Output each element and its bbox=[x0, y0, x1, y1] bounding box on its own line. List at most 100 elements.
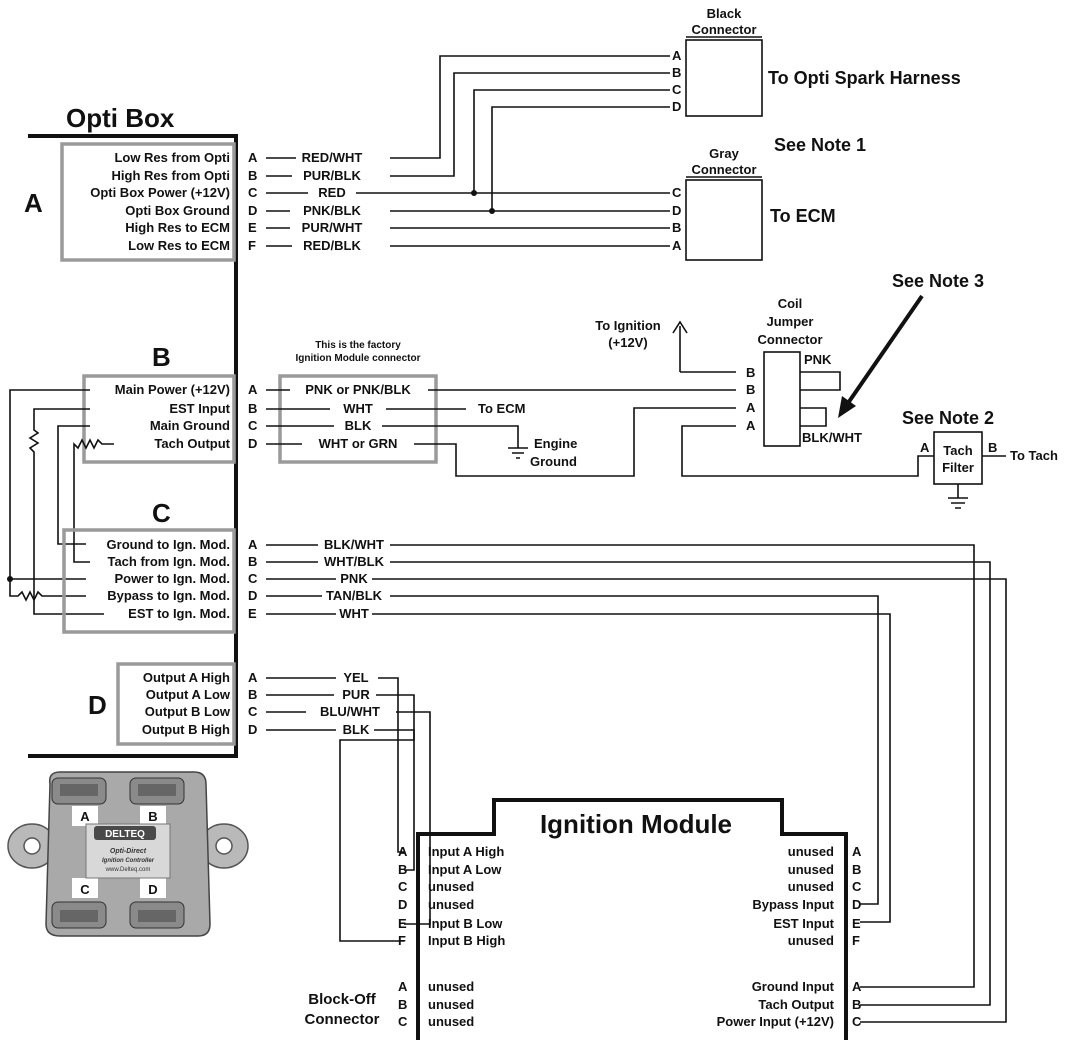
wire-color: PNK bbox=[340, 571, 368, 586]
module-input-label: unused bbox=[788, 933, 834, 948]
wire-color: WHT bbox=[343, 401, 373, 416]
wire-color: PNK or PNK/BLK bbox=[305, 382, 411, 397]
wire-color: BLK/WHT bbox=[324, 537, 384, 552]
wire-color: RED bbox=[318, 185, 345, 200]
coil-jumper-connector bbox=[763, 351, 801, 447]
product-port-a: A bbox=[80, 809, 90, 824]
internal-wires bbox=[7, 389, 114, 615]
module-input-label: unused bbox=[428, 997, 474, 1012]
pin-letter: C bbox=[852, 879, 862, 894]
pin-letter: D bbox=[672, 203, 681, 218]
product-brand: DELTEQ bbox=[105, 829, 145, 840]
section-a-wires bbox=[266, 55, 670, 247]
module-input-label: Input B High bbox=[428, 933, 505, 948]
gray-connector-title: Connector bbox=[692, 162, 757, 177]
section-c-letter: C bbox=[152, 498, 171, 528]
pin-letter: D bbox=[248, 203, 257, 218]
pin-letter: C bbox=[672, 185, 682, 200]
section-c-wires bbox=[266, 544, 1007, 1023]
jumper-wire-pnk: PNK bbox=[804, 352, 832, 367]
module-input-label: Input B Low bbox=[428, 916, 503, 931]
note-3-arrowhead bbox=[838, 396, 856, 418]
to-opti-spark-label: To Opti Spark Harness bbox=[768, 68, 961, 88]
section-b-pins: Main Power (+12V) EST Input Main Ground … bbox=[115, 382, 412, 451]
tach-filter bbox=[933, 431, 983, 485]
pin-label: High Res from Opti bbox=[112, 168, 230, 183]
jumper-wire-blk-wht: BLK/WHT bbox=[802, 430, 862, 445]
pin-label: Output A High bbox=[143, 670, 230, 685]
factory-connector-caption: This is the factory bbox=[315, 340, 401, 351]
section-b-wires bbox=[266, 389, 736, 477]
pin-letter: B bbox=[248, 554, 257, 569]
tach-filter-title: Filter bbox=[942, 460, 974, 475]
wire-color: PUR bbox=[342, 687, 370, 702]
module-input-label: unused bbox=[788, 862, 834, 877]
black-connector-title: Black bbox=[707, 6, 742, 21]
wire-color: BLK bbox=[345, 418, 372, 433]
pin-letter: E bbox=[398, 916, 407, 931]
pin-letter: A bbox=[746, 400, 756, 415]
pin-letter: E bbox=[248, 220, 257, 235]
product-port-b: B bbox=[148, 809, 157, 824]
tach-filter-pin-b: B bbox=[988, 440, 997, 455]
engine-ground-label: Ground bbox=[530, 454, 577, 469]
pin-letter: C bbox=[248, 704, 258, 719]
ignition-module-outline bbox=[416, 798, 848, 1040]
pin-letter: D bbox=[852, 897, 861, 912]
note-1-label: See Note 1 bbox=[774, 135, 866, 155]
pin-letter: A bbox=[248, 670, 258, 685]
coil-jumper-title: Connector bbox=[758, 332, 823, 347]
block-off-label: Connector bbox=[305, 1011, 380, 1028]
ignition-module-left-pins: A B C D E F Input A High Input A Low unu… bbox=[398, 844, 505, 948]
pin-label: Output A Low bbox=[146, 687, 231, 702]
product-name: Opti-Direct bbox=[110, 848, 147, 855]
wire-color: BLU/WHT bbox=[320, 704, 380, 719]
wire-color: RED/BLK bbox=[303, 238, 361, 253]
section-d-pins: Output A High Output A Low Output B Low … bbox=[142, 670, 380, 737]
pin-label: Opti Box Ground bbox=[125, 203, 230, 218]
section-a-letter: A bbox=[24, 188, 43, 218]
factory-connector-box bbox=[278, 374, 438, 464]
pin-letter: A bbox=[248, 150, 258, 165]
ignition-module-right-pins: unused unused unused Bypass Input EST In… bbox=[752, 844, 862, 948]
black-connector-title: Connector bbox=[692, 22, 757, 37]
pin-label: Ground to Ign. Mod. bbox=[107, 537, 230, 552]
wire-color: WHT or GRN bbox=[319, 436, 398, 451]
section-b-letter: B bbox=[152, 342, 171, 372]
tach-filter-title: Tach bbox=[943, 443, 972, 458]
pin-letter: B bbox=[852, 997, 861, 1012]
wire-color: PUR/WHT bbox=[302, 220, 363, 235]
pin-letter: D bbox=[248, 588, 257, 603]
block-off-label: Block-Off bbox=[308, 991, 377, 1008]
pin-label: Tach from Ign. Mod. bbox=[107, 554, 230, 569]
coil-jumper-wires bbox=[672, 320, 934, 477]
pin-letter: B bbox=[672, 220, 681, 235]
pin-letter: A bbox=[852, 844, 862, 859]
wire-color: WHT bbox=[339, 606, 369, 621]
module-input-label: Bypass Input bbox=[752, 897, 834, 912]
pin-letter: A bbox=[398, 979, 408, 994]
wire-color: RED/WHT bbox=[302, 150, 363, 165]
module-input-label: Input A High bbox=[428, 844, 504, 859]
opti-box-title: Opti Box bbox=[66, 103, 175, 133]
pin-letter: A bbox=[672, 48, 682, 63]
module-input-label: EST Input bbox=[773, 916, 834, 931]
section-c-box bbox=[62, 528, 236, 634]
product-illustration bbox=[7, 771, 249, 937]
module-input-label: Ground Input bbox=[752, 979, 835, 994]
gray-connector bbox=[685, 179, 763, 261]
pin-letter: C bbox=[398, 879, 408, 894]
pin-letter: A bbox=[746, 418, 756, 433]
section-d-box bbox=[116, 662, 236, 746]
pin-label: EST Input bbox=[169, 401, 230, 416]
pin-letter: D bbox=[672, 99, 681, 114]
module-input-label: Power Input (+12V) bbox=[717, 1014, 834, 1029]
pin-letter: F bbox=[398, 933, 406, 948]
pin-letter: C bbox=[852, 1014, 862, 1029]
pin-letter: B bbox=[248, 401, 257, 416]
pin-letter: C bbox=[248, 571, 258, 586]
pin-letter: B bbox=[746, 365, 755, 380]
coil-jumper-title: Jumper bbox=[767, 314, 814, 329]
product-port-d: D bbox=[148, 882, 157, 897]
